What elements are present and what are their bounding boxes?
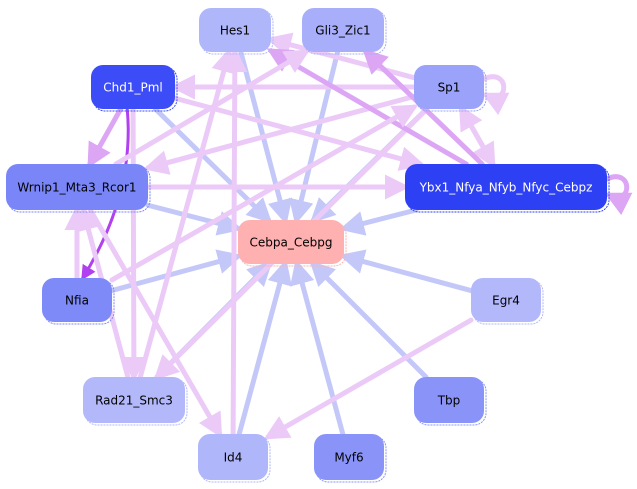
edge-rad21_smc3-to-hes1: [137, 47, 236, 380]
node-myf6[interactable]: Myf6: [314, 434, 387, 483]
node-box: [199, 8, 271, 52]
node-label: Sp1: [438, 81, 461, 95]
node-label: Chd1_Pml: [103, 81, 163, 95]
edge-id4-to-cebpa_cebpg: [236, 259, 292, 437]
node-label: Gli3_Zic1: [315, 24, 370, 38]
node-wrnip1-mta3-rcor1[interactable]: Wrnip1_Mta3_Rcor1: [6, 164, 151, 213]
edge-ybx1_nfya_nfyb_nfyc_cebpz-to-sp1: [459, 104, 496, 167]
node-label: Tbp: [437, 394, 461, 408]
node-id4[interactable]: Id4: [198, 434, 271, 483]
node-box: [302, 8, 384, 52]
node-rad21-smc3[interactable]: Rad21_Smc3: [83, 377, 188, 426]
node-label: Nfia: [65, 294, 89, 308]
node-chd1-pml[interactable]: Chd1_Pml: [91, 65, 178, 112]
node-ybx1-nfya-nfyb-nfyc-cebpz[interactable]: Ybx1_Nfya_Nfyb_Nfyc_Cebpz: [405, 164, 610, 213]
node-hes1[interactable]: Hes1: [199, 8, 274, 55]
edge-ybx1_nfya_nfyb_nfyc_cebpz-to-cebpa_cebpg: [339, 207, 419, 236]
edge-tbp-to-cebpa_cebpg: [309, 260, 429, 380]
edge-sp1-to-sp1: [481, 74, 510, 116]
node-box: [414, 65, 484, 109]
node-box: [414, 377, 484, 423]
edge-sp1-to-hes1: [266, 32, 417, 81]
edge-chd1_pml-to-wrnip1_mta3_rcor1: [87, 106, 124, 169]
node-box: [238, 220, 344, 264]
node-label: Ybx1_Nfya_Nfyb_Nfyc_Cebpz: [419, 181, 593, 195]
node-box: [471, 278, 541, 322]
edge-wrnip1_mta3_rcor1-to-gli3_zic1: [113, 49, 311, 167]
edge-egr4-to-cebpa_cebpg: [339, 249, 474, 294]
node-gli3-zic1[interactable]: Gli3_Zic1: [302, 8, 387, 55]
edge-nfia-to-sp1: [109, 104, 419, 283]
node-sp1[interactable]: Sp1: [414, 65, 487, 112]
node-box: [314, 434, 384, 480]
node-label: Hes1: [220, 24, 250, 38]
edge-ybx1_nfya_nfyb_nfyc_cebpz-to-ybx1_nfya_nfyb_nfyc_cebpz: [604, 174, 633, 216]
node-label: Id4: [224, 451, 243, 465]
node-label: Rad21_Smc3: [95, 394, 173, 408]
node-label: Wrnip1_Mta3_Rcor1: [17, 181, 136, 195]
edge-myf6-to-cebpa_cebpg: [290, 259, 346, 437]
edge-egr4-to-id4: [263, 317, 474, 440]
node-box: [198, 434, 268, 480]
edge-chd1_pml-to-rad21_smc3: [121, 106, 147, 382]
edge-id4-to-hes1: [222, 47, 248, 437]
node-box: [42, 278, 112, 322]
edge-nfia-to-cebpa_cebpg: [109, 249, 243, 294]
node-tbp[interactable]: Tbp: [414, 377, 487, 426]
node-label: Egr4: [492, 294, 520, 308]
node-label: Cebpa_Cebpg: [250, 236, 333, 250]
node-box: [83, 377, 185, 423]
node-box: [91, 65, 175, 109]
edge-wrnip1_mta3_rcor1-to-cebpa_cebpg: [145, 202, 243, 236]
node-box: [6, 164, 148, 210]
node-label: Myf6: [334, 451, 363, 465]
edge-chd1_pml-to-cebpa_cebpg: [152, 106, 273, 224]
node-nfia[interactable]: Nfia: [42, 278, 115, 325]
node-egr4[interactable]: Egr4: [471, 278, 544, 325]
node-cebpa-cebpg[interactable]: Cebpa_Cebpg: [238, 220, 347, 267]
node-box: [405, 164, 607, 210]
